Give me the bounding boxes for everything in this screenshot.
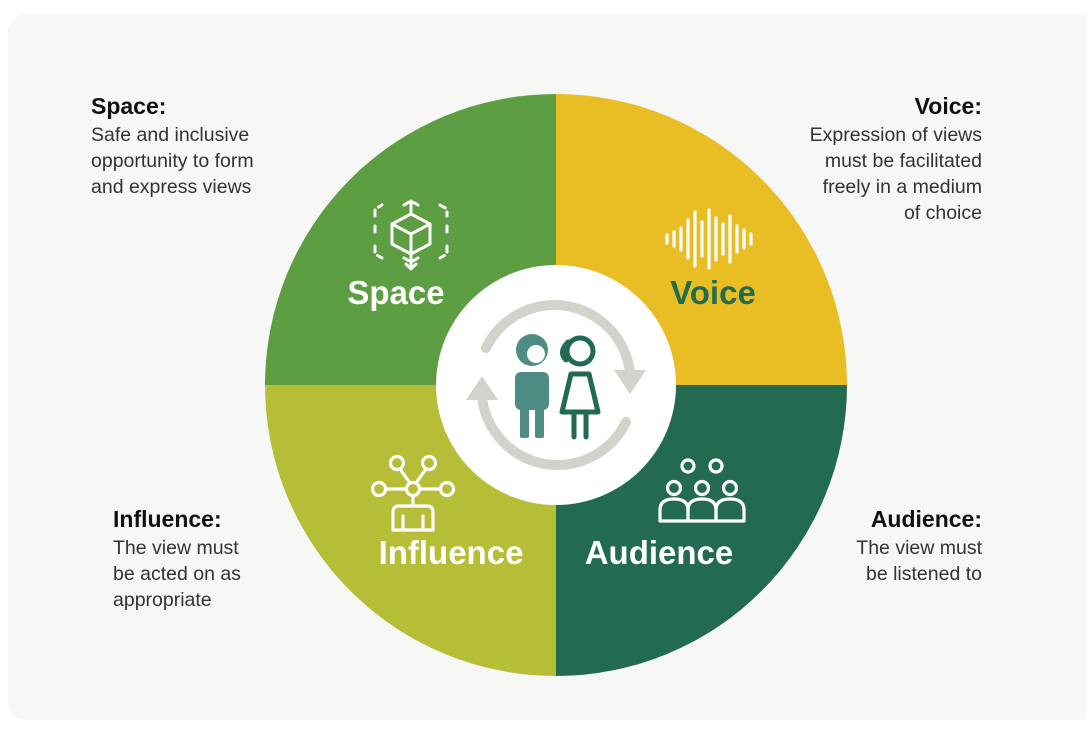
influence-callout-title: Influence: (113, 506, 222, 532)
audience-callout-title: Audience: (870, 506, 982, 532)
voice-callout-title: Voice: (914, 93, 982, 119)
voice-callout-line: must be facilitated (824, 150, 982, 172)
influence-quadrant-label: Influence (379, 534, 524, 571)
audience-quadrant-label: Audience (585, 534, 734, 571)
cube-icon (373, 199, 449, 271)
network-icon (370, 454, 456, 532)
voice-quadrant-label: Voice (670, 274, 756, 311)
audience-callout-text: The view must be listened to (856, 535, 982, 587)
cycle-arrows-icon (477, 300, 635, 470)
voice-callout-text: Expression of views must be facilitated … (810, 122, 982, 226)
influence-callout-text: The view must be acted on as appropriate (113, 535, 241, 613)
audience-callout-line: The view must (856, 537, 982, 559)
influence-callout-line: be acted on as (113, 563, 241, 585)
sound-wave-icon (665, 208, 753, 270)
influence-callout-line: The view must (113, 537, 239, 559)
voice-callout-line: freely in a medium (822, 176, 982, 198)
space-callout-text: Safe and inclusive opportunity to form a… (91, 122, 254, 200)
space-callout: Space: Safe and inclusive opportunity to… (91, 92, 254, 200)
space-callout-line: Safe and inclusive (91, 124, 250, 146)
child-girl-icon (559, 335, 601, 440)
voice-callout: Voice: Expression of views must be facil… (810, 92, 982, 226)
voice-callout-line: Expression of views (809, 124, 982, 146)
voice-callout-line: of choice (903, 202, 982, 224)
space-quadrant-label: Space (347, 274, 444, 311)
boy-face (527, 345, 545, 363)
audience-callout: Audience: The view must be listened to (856, 505, 982, 587)
space-callout-line: and express views (91, 176, 252, 198)
space-callout-title: Space: (91, 93, 167, 119)
cycle-arrowheads (466, 370, 646, 400)
influence-callout-line: appropriate (113, 589, 212, 611)
group-icon (658, 458, 746, 523)
influence-callout: Influence: The view must be acted on as … (113, 505, 241, 613)
audience-callout-line: be listened to (865, 563, 982, 585)
space-callout-line: opportunity to form (91, 150, 254, 172)
